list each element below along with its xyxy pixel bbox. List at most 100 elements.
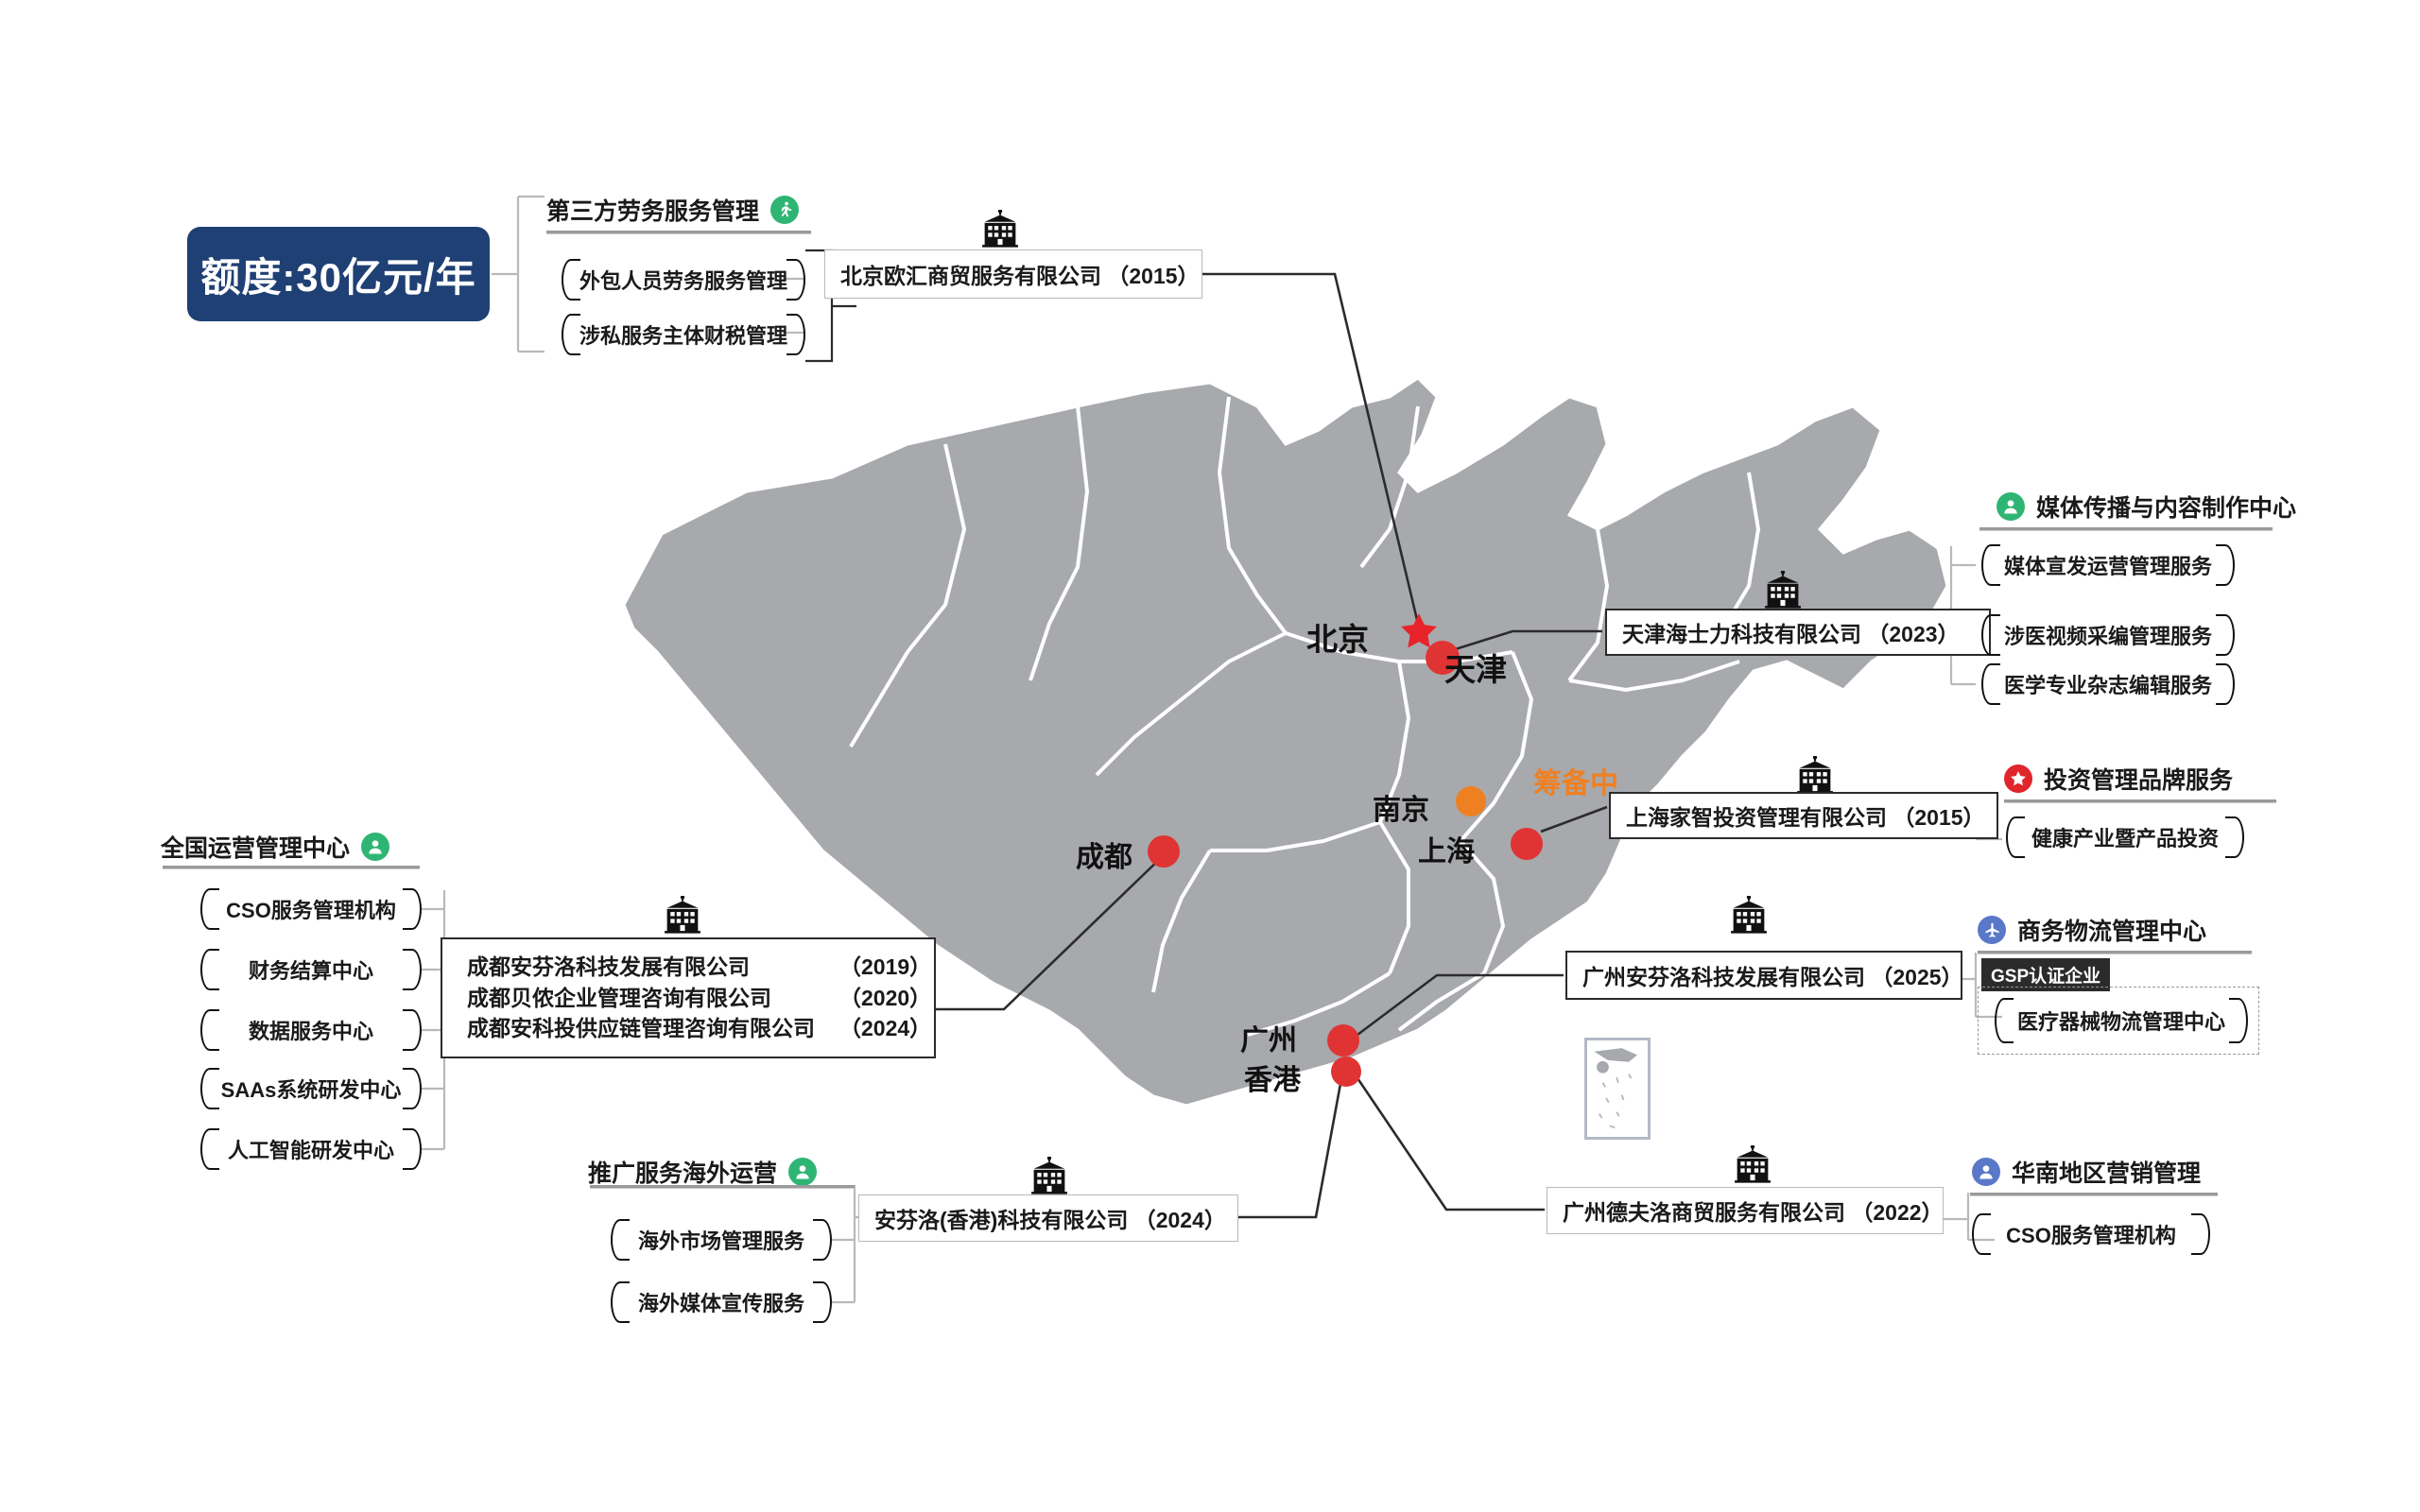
building-icon	[1762, 570, 1804, 613]
city-label-guangzhou: 广州	[1240, 1025, 1297, 1057]
pill-label: SAAs系统研发中心	[220, 1078, 402, 1102]
pill-label: CSO服务管理机构	[2006, 1224, 2176, 1247]
pill-label: 海外媒体宣传服务	[637, 1292, 804, 1315]
pill-label: 涉医视频采编管理服务	[2003, 625, 2212, 648]
company-year: （2025）	[1871, 965, 1963, 989]
pill-label: 医疗器械物流管理中心	[2016, 1010, 2225, 1034]
star-icon	[2004, 765, 2032, 793]
pill-label: 涉私服务主体财税管理	[579, 324, 788, 348]
company-year: （2020）	[839, 985, 932, 1010]
company-name: 成都贝侬企业管理咨询有限公司	[467, 985, 771, 1010]
pill-label: 海外市场管理服务	[637, 1229, 804, 1253]
service-pill: 医学专业杂志编辑服务	[1981, 662, 2235, 707]
group-label: 全国运营管理中心	[161, 835, 351, 862]
group-rule	[163, 866, 420, 869]
gsp-certification-tag: GSP认证企业	[1981, 958, 2111, 991]
group-title-logistics-center: 商务物流管理中心	[1978, 913, 2206, 947]
company-year: （2024）	[1133, 1208, 1226, 1232]
company-year: （2022）	[1851, 1200, 1944, 1225]
city-marker-beijing	[1401, 613, 1437, 648]
city-marker-nanjing	[1456, 786, 1486, 816]
building-icon	[1728, 895, 1770, 938]
company-year: （2023）	[1867, 622, 1960, 646]
service-pill: 人工智能研发中心	[200, 1126, 422, 1172]
service-pill: 海外市场管理服务	[611, 1217, 832, 1263]
group-title-media-center: 媒体传播与内容制作中心	[1996, 490, 2296, 524]
group-label: 第三方劳务服务管理	[546, 198, 760, 225]
table-row: 成都安科投供应链管理咨询有限公司 （2024）	[467, 1013, 931, 1044]
service-pill: 数据服务中心	[200, 1007, 422, 1053]
pill-label: CSO服务管理机构	[226, 899, 396, 922]
airplane-icon	[1978, 916, 2006, 944]
building-icon	[1028, 1156, 1070, 1199]
group-title-overseas-promotion: 推广服务海外运营	[588, 1155, 818, 1189]
company-box-guangzhou-defuluo: 广州德夫洛商贸服务有限公司 （2022）	[1547, 1187, 1944, 1234]
company-year: （2015）	[1893, 805, 1985, 830]
service-pill: SAAs系统研发中心	[200, 1066, 422, 1111]
company-box-tianjin: 天津海士力科技有限公司 （2023）	[1605, 609, 1991, 656]
pill-label: 数据服务中心	[248, 1020, 373, 1043]
city-marker-shanghai	[1511, 828, 1543, 860]
quota-badge: 额度:30亿元/年	[187, 227, 490, 321]
company-name: 广州德夫洛商贸服务有限公司	[1563, 1200, 1845, 1225]
group-rule	[546, 231, 811, 234]
company-box-beijing: 北京欧汇商贸服务有限公司 （2015）	[824, 249, 1202, 299]
city-label-tianjin: 天津	[1444, 652, 1507, 687]
person-icon	[788, 1158, 818, 1186]
group-rule	[1970, 1193, 2218, 1196]
pill-label: 人工智能研发中心	[227, 1139, 394, 1162]
company-name: 安芬洛(香港)科技有限公司	[874, 1208, 1129, 1232]
group-title-third-party-labor: 第三方劳务服务管理	[546, 193, 800, 227]
city-label-beijing: 北京	[1306, 622, 1369, 657]
company-year: （2015）	[1107, 264, 1200, 288]
group-label: 投资管理品牌服务	[2044, 767, 2234, 794]
service-pill: 健康产业暨产品投资	[2006, 815, 2244, 860]
prep-status-label: 筹备中	[1533, 768, 1618, 799]
city-marker-tianjin	[1426, 641, 1460, 675]
city-label-nanjing: 南京	[1373, 795, 1429, 826]
group-rule	[1978, 951, 2252, 954]
service-pill: 外包人员劳务服务管理	[562, 257, 805, 302]
city-label-hongkong: 香港	[1244, 1065, 1301, 1096]
building-icon	[662, 895, 703, 938]
city-marker-chengdu	[1148, 835, 1180, 868]
group-title-national-operations: 全国运营管理中心	[161, 830, 390, 864]
service-pill: 涉私服务主体财税管理	[562, 312, 805, 357]
city-label-shanghai: 上海	[1418, 836, 1475, 868]
company-name: 北京欧汇商贸服务有限公司	[840, 264, 1101, 288]
south-china-sea-inset	[1584, 1038, 1651, 1140]
company-year: （2024）	[839, 1016, 932, 1041]
company-year: （2019）	[839, 954, 932, 980]
person-icon	[361, 833, 390, 861]
group-rule	[1979, 527, 2273, 531]
pill-label: 财务结算中心	[248, 959, 373, 983]
company-name: 成都安科投供应链管理咨询有限公司	[467, 1016, 815, 1041]
person-icon	[1996, 492, 2025, 521]
logistics-dashed-frame	[1978, 987, 2259, 1055]
service-pill: 财务结算中心	[200, 947, 422, 992]
service-pill: 涉医视频采编管理服务	[1981, 612, 2235, 658]
company-name: 成都安芬洛科技发展有限公司	[467, 954, 750, 980]
pill-label: 外包人员劳务服务管理	[579, 269, 788, 293]
table-row: 成都贝侬企业管理咨询有限公司 （2020）	[467, 983, 931, 1014]
group-label: 推广服务海外运营	[588, 1160, 778, 1187]
building-icon	[1732, 1144, 1773, 1188]
service-pill: CSO服务管理机构	[200, 886, 422, 932]
city-label-chengdu: 成都	[1076, 842, 1132, 873]
pill-label: 媒体宣发运营管理服务	[2003, 555, 2212, 578]
company-box-hongkong: 安芬洛(香港)科技有限公司 （2024）	[858, 1194, 1238, 1242]
service-pill: 海外媒体宣传服务	[611, 1280, 832, 1325]
service-pill: 媒体宣发运营管理服务	[1981, 542, 2235, 588]
runner-icon	[770, 196, 800, 224]
company-box-guangzhou-anfenluo: 广州安芬洛科技发展有限公司 （2025）	[1565, 951, 1963, 1000]
city-marker-hongkong	[1331, 1057, 1361, 1087]
building-icon	[979, 209, 1021, 252]
table-row: 成都安芬洛科技发展有限公司 （2019）	[467, 952, 931, 983]
company-name: 广州安芬洛科技发展有限公司	[1582, 965, 1865, 989]
person-icon	[1972, 1158, 2000, 1186]
group-label: 媒体传播与内容制作中心	[2036, 495, 2297, 522]
company-name: 上海家智投资管理有限公司	[1626, 805, 1887, 830]
company-box-chengdu: 成都安芬洛科技发展有限公司 （2019） 成都贝侬企业管理咨询有限公司 （202…	[441, 937, 936, 1058]
service-pill: CSO服务管理机构	[1972, 1211, 2210, 1257]
